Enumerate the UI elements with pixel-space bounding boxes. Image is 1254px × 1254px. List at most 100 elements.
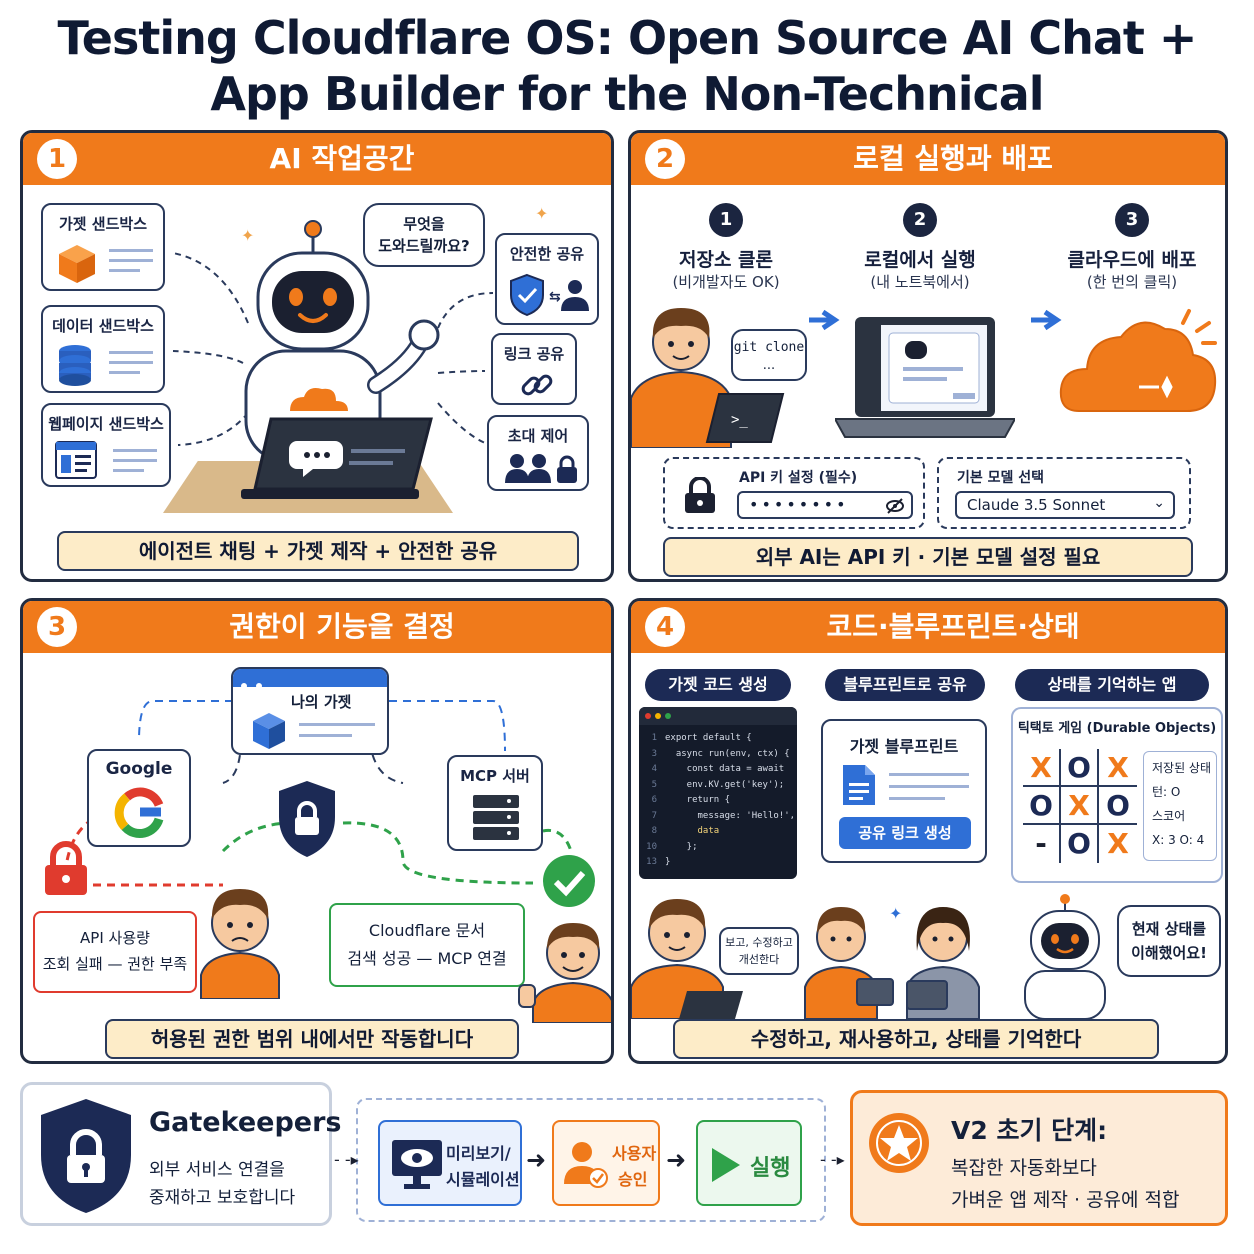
link-share-card[interactable]: 링크 공유 <box>491 333 577 405</box>
monitor-eye-icon <box>392 1140 442 1189</box>
panel-ai-workspace: 1 AI 작업공간 가젯 샌드박스 데이터 샌드박스 <box>20 130 614 582</box>
card-label: 웹페이지 샌드박스 <box>48 415 164 433</box>
step-number-3: 3 <box>1115 203 1149 237</box>
arrow-icon <box>1031 309 1062 331</box>
v2-desc-2: 가벼운 앱 제작 · 공유에 적합 <box>951 1189 1180 1211</box>
red-lock-icon <box>45 841 87 895</box>
board-cell[interactable]: O <box>1061 749 1099 787</box>
my-gadget-label: 나의 가젯 <box>291 693 352 711</box>
worried-person-illustration <box>200 889 280 999</box>
model-value: Claude 3.5 Sonnet <box>967 496 1106 514</box>
laptop-chat-icon <box>241 417 433 499</box>
webpage-sandbox-card[interactable]: 웹페이지 샌드박스 <box>41 403 171 487</box>
board-cell[interactable]: O <box>1061 825 1099 863</box>
step-sub-2: (내 노트북에서) <box>870 273 970 291</box>
board-cell[interactable]: X <box>1061 787 1099 825</box>
play-icon <box>712 1148 740 1182</box>
gatekeepers-box: Gatekeepers 외부 서비스 연결을 중재하고 보호합니다 <box>20 1082 341 1226</box>
step-number-1: 1 <box>709 203 743 237</box>
board-cell[interactable]: X <box>1107 827 1129 860</box>
board-cell[interactable]: X <box>1023 749 1061 787</box>
google-card[interactable]: Google <box>87 749 191 847</box>
board-cell[interactable]: X <box>1099 749 1137 787</box>
data-sandbox-card[interactable]: 데이터 샌드박스 <box>41 305 165 393</box>
git-clone-text: git clone <box>733 340 805 355</box>
flow-step-2-line-2: 승인 <box>618 1170 648 1189</box>
flow-step-1-line-2: 시뮬레이션 <box>446 1170 520 1189</box>
line-number: 6 <box>651 795 657 805</box>
v2-desc-1: 복잡한 자동화보다 <box>951 1157 1097 1179</box>
panel-header: 3 권한이 기능을 결정 <box>23 601 611 653</box>
gadget-sandbox-card[interactable]: 가젯 샌드박스 <box>41 203 165 291</box>
line-number: 8 <box>651 826 657 836</box>
flow-arrow-in: - -▸ <box>334 1150 359 1169</box>
panel-title: 로컬 실행과 배포 <box>853 142 1053 175</box>
panel-code-blueprint-state: 4 코드·블루프린트·상태 가젯 코드 생성 블루프린트로 공유 상태를 기억하… <box>628 598 1228 1064</box>
step-sub-1: (비개발자도 OK) <box>672 273 780 291</box>
happy-person-illustration <box>518 923 611 1023</box>
invite-control-card[interactable]: 초대 제어 <box>487 415 589 491</box>
flow-step-approve[interactable]: 사용자 승인 <box>552 1120 660 1206</box>
code-line: 10 }; <box>639 840 797 856</box>
line-text: const data = await <box>665 764 785 774</box>
board-cell[interactable]: - <box>1023 825 1061 863</box>
flow-step-preview[interactable]: 미리보기/ 시뮬레이션 <box>378 1120 522 1206</box>
person-laptop-illustration: >_ <box>631 308 785 448</box>
state-turn: 턴: O <box>1152 785 1181 799</box>
step-title-1: 저장소 클론 <box>678 249 773 271</box>
code-line: 6 return { <box>639 793 797 809</box>
arrow-icon: ➜ <box>666 1146 687 1174</box>
col-title-state: 상태를 기억하는 앱 <box>1015 669 1209 701</box>
line-number: 7 <box>651 810 657 821</box>
v2-notice-box: V2 초기 단계: 복잡한 자동화보다 가벼운 앱 제작 · 공유에 적합 <box>850 1090 1228 1226</box>
panel-number: 1 <box>37 139 77 179</box>
robot-bubble-line-2: 이해했어요! <box>1131 944 1207 962</box>
cube-icon <box>59 245 95 283</box>
panel-number: 4 <box>645 607 685 647</box>
state-score: X: 3 O: 4 <box>1152 833 1205 847</box>
arrow-icon <box>809 309 840 331</box>
approval-flow: 미리보기/ 시뮬레이션 ➜ 사용자 승인 ➜ 실행 <box>356 1098 826 1222</box>
line-number: 5 <box>651 779 657 790</box>
board-cell[interactable]: O <box>1023 787 1061 825</box>
mcp-server-card[interactable]: MCP 서버 <box>447 755 543 851</box>
edit-bubble-line-2: 개선한다 <box>738 953 780 966</box>
secure-share-card[interactable]: 안전한 공유 ⇆ <box>495 233 599 325</box>
coder-illustration <box>631 899 743 1019</box>
panel-caption: 외부 AI는 API 키 · 기본 모델 설정 필요 <box>663 537 1193 577</box>
panel-title: 권한이 기능을 결정 <box>229 610 455 643</box>
panel-local-deploy: 2 로컬 실행과 배포 1 저장소 클론 (비개발자도 OK) 2 로컬에서 실… <box>628 130 1228 582</box>
panel-caption: 에이전트 채팅 + 가젯 제작 + 안전한 공유 <box>57 531 579 571</box>
col-title-code: 가젯 코드 생성 <box>645 669 791 701</box>
code-line: 4 const data = await <box>639 762 797 778</box>
panel-header: 4 코드·블루프린트·상태 <box>631 601 1225 653</box>
collaborators-illustration: ✦ <box>804 904 980 1019</box>
model-select[interactable]: Claude 3.5 Sonnet ⌄ <box>955 491 1175 519</box>
my-gadget-card[interactable]: 나의 가젯 <box>231 667 389 755</box>
panel-title: 코드·블루프린트·상태 <box>826 610 1080 643</box>
svg-text:⇆: ⇆ <box>549 289 561 305</box>
robot-speech-bubble: 현재 상태를 이해했어요! <box>1117 905 1221 977</box>
api-key-value: •••••••• <box>749 495 849 514</box>
api-key-label: API 키 설정 (필수) <box>739 470 858 486</box>
edit-bubble-line-1: 보고, 수정하고 <box>725 936 793 949</box>
v2-title: V2 초기 단계: <box>951 1116 1108 1145</box>
database-icon <box>59 345 91 386</box>
code-line: 13} <box>639 855 797 871</box>
line-text: export default { <box>665 733 752 743</box>
api-key-input[interactable]: •••••••• <box>737 491 913 519</box>
flow-step-run[interactable]: 실행 <box>696 1120 802 1206</box>
panel-header: 2 로컬 실행과 배포 <box>631 133 1225 185</box>
text-lines-icon <box>109 249 153 272</box>
board-cell[interactable]: O <box>1099 787 1137 825</box>
card-label: 데이터 샌드박스 <box>52 317 154 335</box>
text-lines-icon <box>889 773 969 800</box>
success-line-1: Cloudflare 문서 <box>368 921 486 940</box>
share-link-button[interactable]: 공유 링크 생성 <box>839 817 971 849</box>
editor-title-bar <box>639 707 797 725</box>
fail-line-2: 조회 실패 — 권한 부족 <box>42 955 188 973</box>
eye-off-icon[interactable] <box>885 497 905 515</box>
